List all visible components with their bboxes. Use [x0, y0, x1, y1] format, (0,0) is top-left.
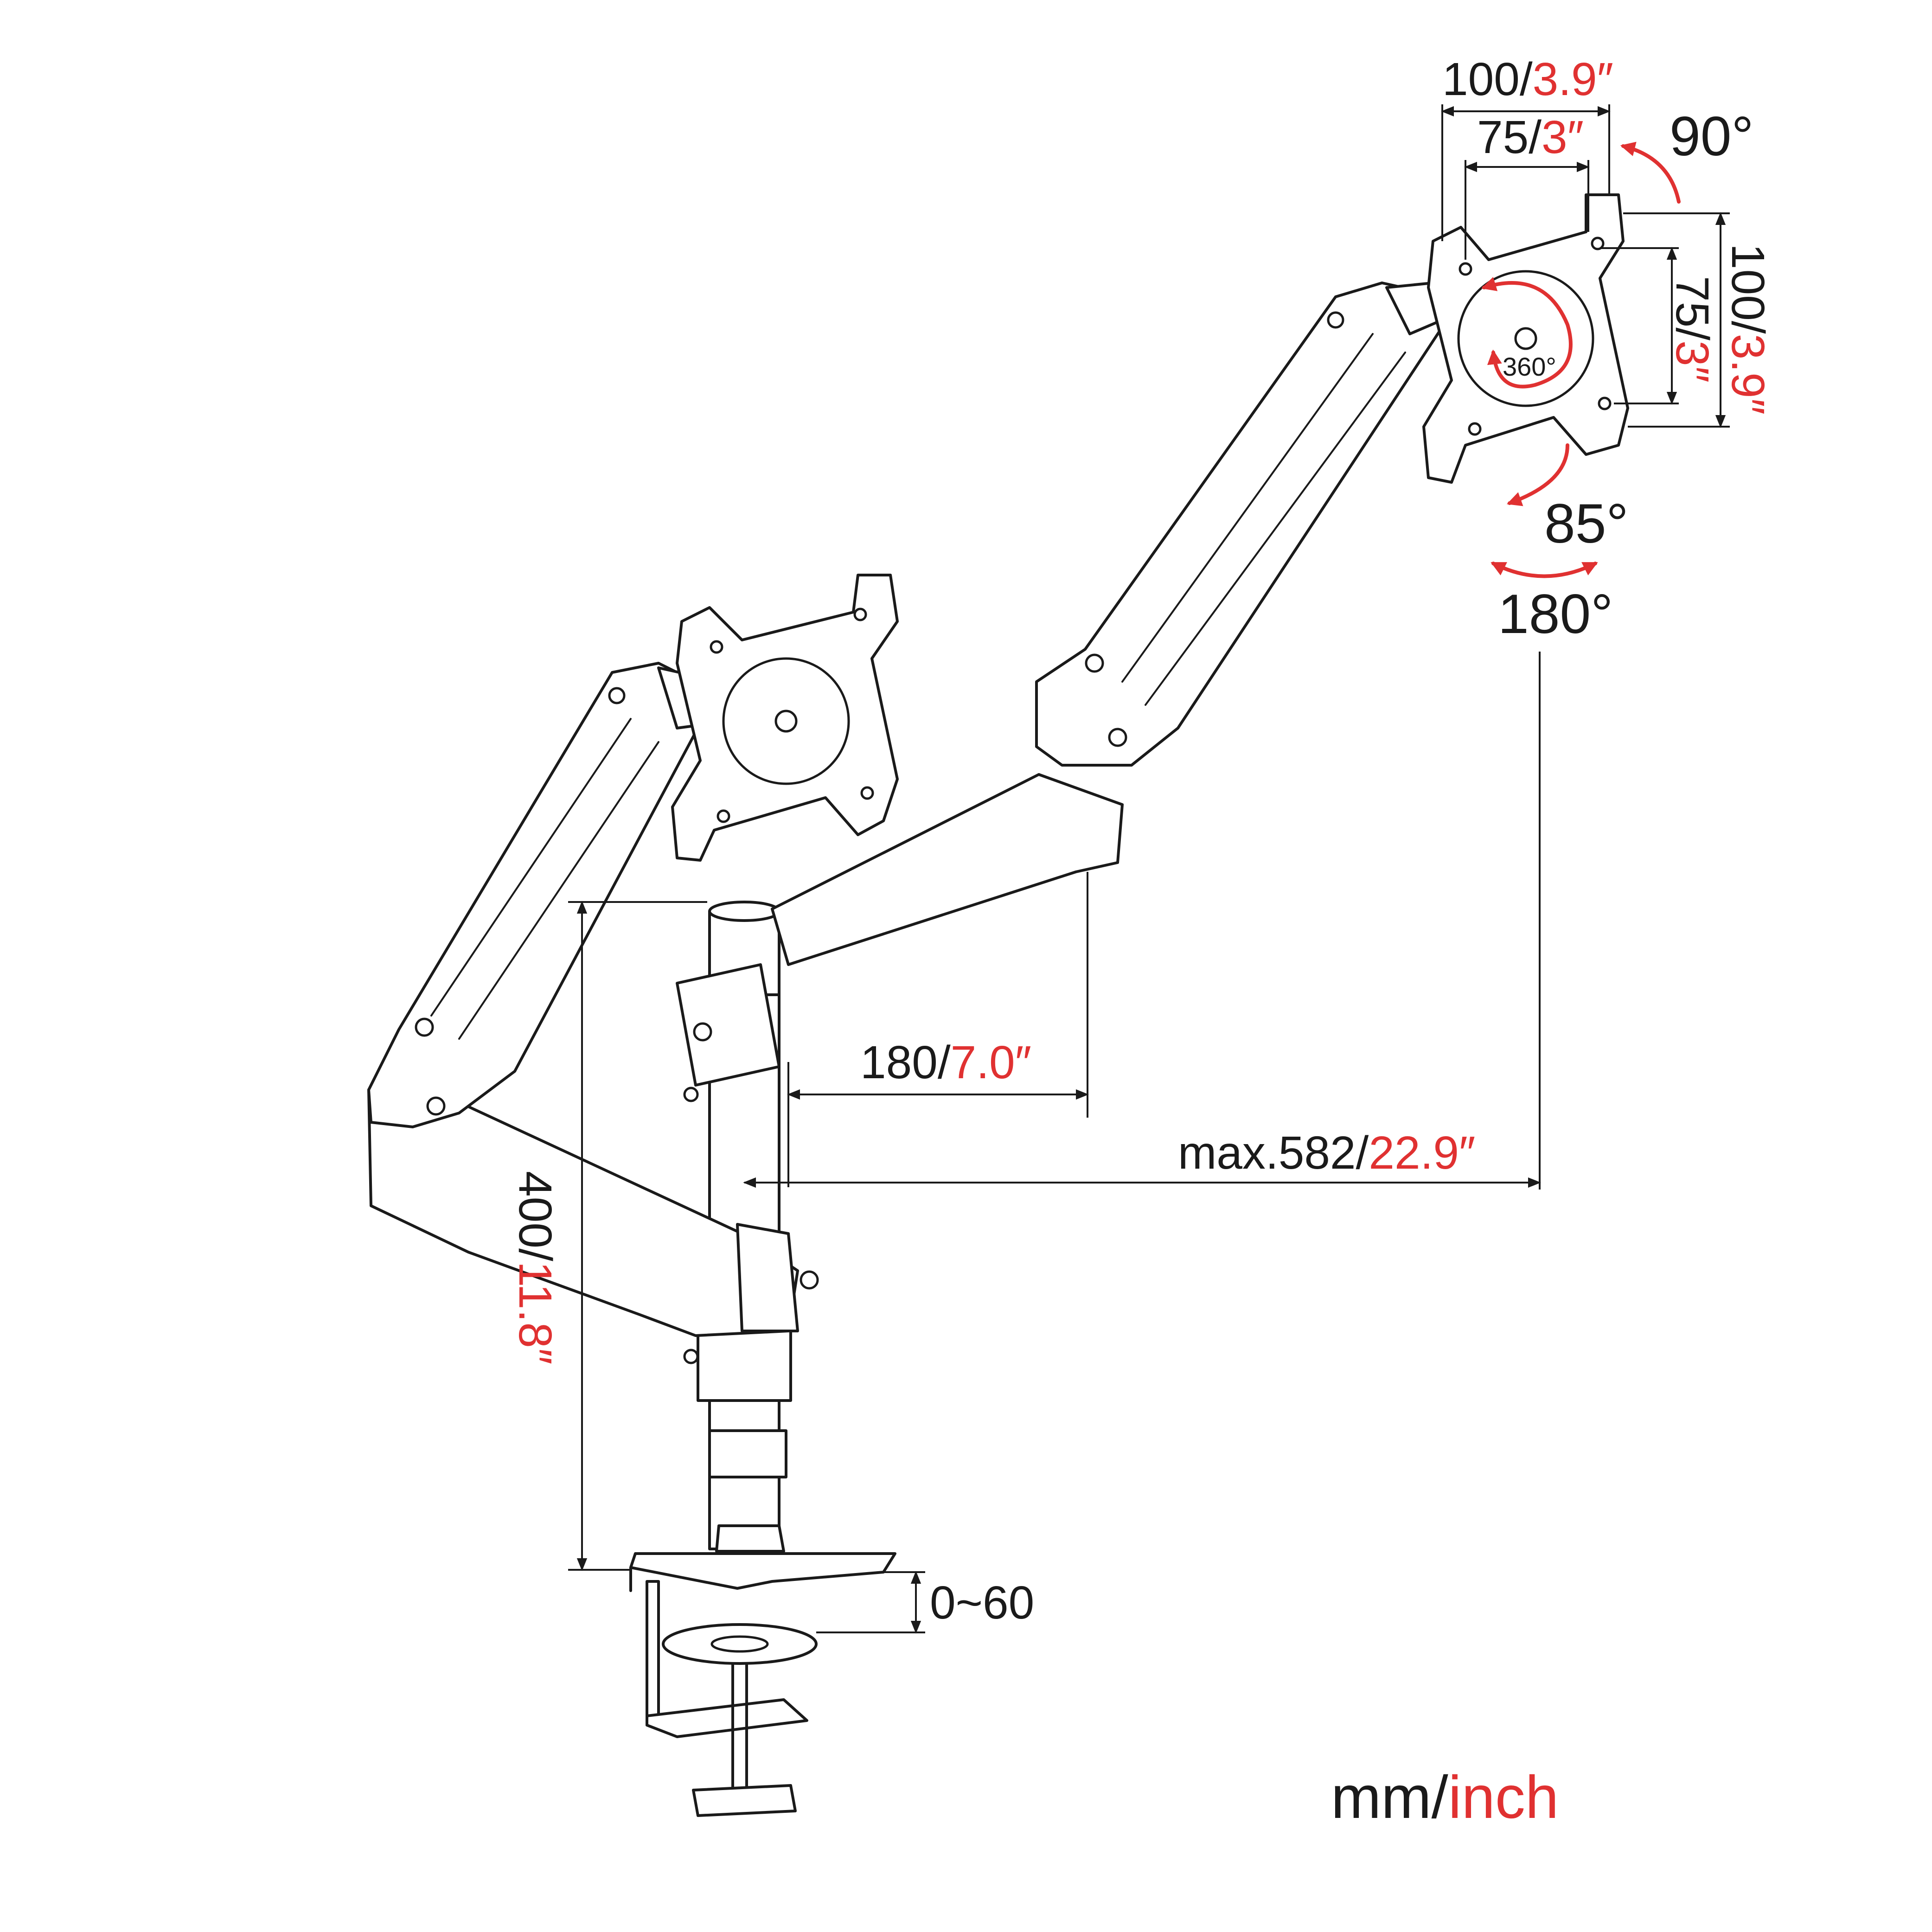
left-vesa-plate: [671, 574, 899, 862]
units-legend: mm/inch: [1331, 1763, 1559, 1831]
desk-clamp: [629, 1552, 896, 1817]
arm-segment-label: 180/7.0″: [860, 1036, 1031, 1088]
vesa-outer-top-label: 100/3.9″: [1442, 53, 1613, 105]
vesa-inner-side-label: 75/3″: [1666, 276, 1718, 383]
tilt-angle-label: 90°: [1670, 105, 1753, 167]
max-height-label: 400/11.8″: [509, 1171, 561, 1364]
max-reach-label: max.582/22.9″: [1178, 1127, 1475, 1179]
upper-arm: [676, 281, 1448, 1087]
clamp-range-label: 0~60: [930, 1577, 1034, 1629]
vesa-inner-top-label: 75/3″: [1477, 111, 1584, 163]
rotation-indicators: [1481, 141, 1681, 578]
swivel-down-angle-label: 85°: [1544, 493, 1628, 555]
dimension-lines: [568, 104, 1730, 1634]
vesa-outer-side-label: 100/3.9″: [1722, 243, 1774, 415]
right-vesa-plate: [1422, 193, 1629, 484]
rotate-angle-label: 360°: [1503, 352, 1556, 381]
swivel-angle-label: 180°: [1498, 583, 1613, 645]
